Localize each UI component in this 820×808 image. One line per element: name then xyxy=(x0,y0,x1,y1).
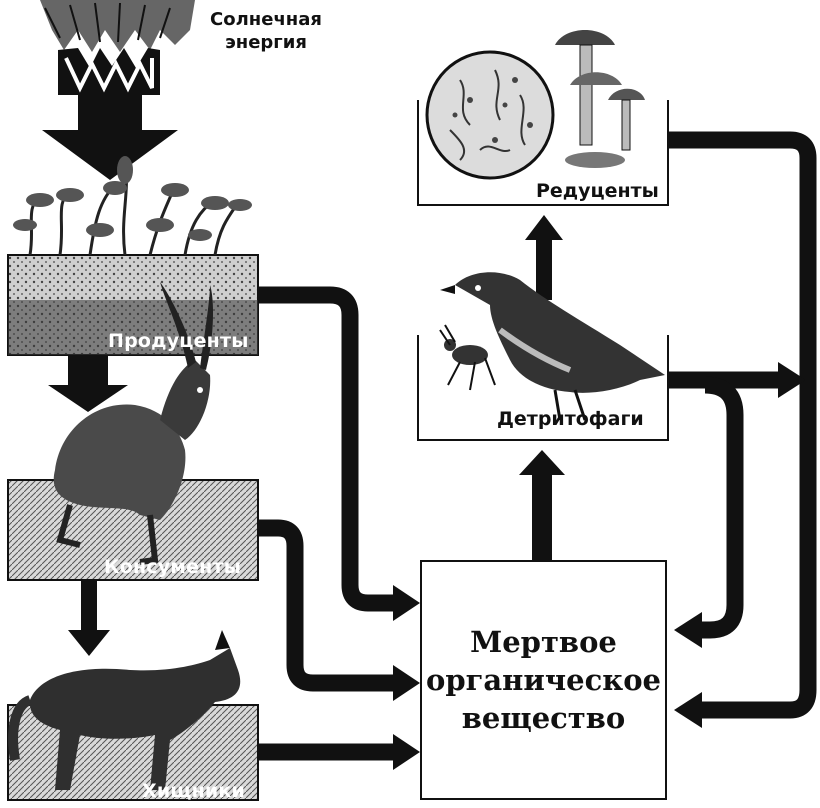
detritivores-label: Детритофаги xyxy=(497,408,644,430)
decomposers-label: Редуценты xyxy=(536,180,659,202)
dead-matter-line3: вещество xyxy=(426,699,661,737)
decomposers-illustration xyxy=(418,30,668,205)
dead-matter-line1: Мертвое xyxy=(426,623,661,661)
arrow-producers-to-consumers xyxy=(48,355,128,412)
arrow-consumers-to-predators xyxy=(68,580,110,656)
dead-organic-matter-box: Мертвое органическое вещество xyxy=(420,560,667,800)
solar-energy-label-line2: энергия xyxy=(196,31,336,54)
arrow-detritivores-to-decomposers xyxy=(525,215,563,300)
arrow-sun-to-producers xyxy=(42,95,178,180)
producers-label: Продуценты xyxy=(108,330,249,352)
consumers-label: Консументы xyxy=(104,556,241,578)
sun-graphic xyxy=(40,0,195,95)
predators-illustration xyxy=(8,630,258,800)
predators-label: Хищники xyxy=(142,780,245,802)
dead-organic-matter-label: Мертвое органическое вещество xyxy=(426,623,661,737)
producers-illustration xyxy=(8,156,258,355)
solar-energy-label: Солнечная энергия xyxy=(196,8,336,54)
dead-matter-line2: органическое xyxy=(426,661,661,699)
solar-energy-label-line1: Солнечная xyxy=(196,8,336,31)
arrow-deadmatter-to-detritivores xyxy=(519,450,565,560)
